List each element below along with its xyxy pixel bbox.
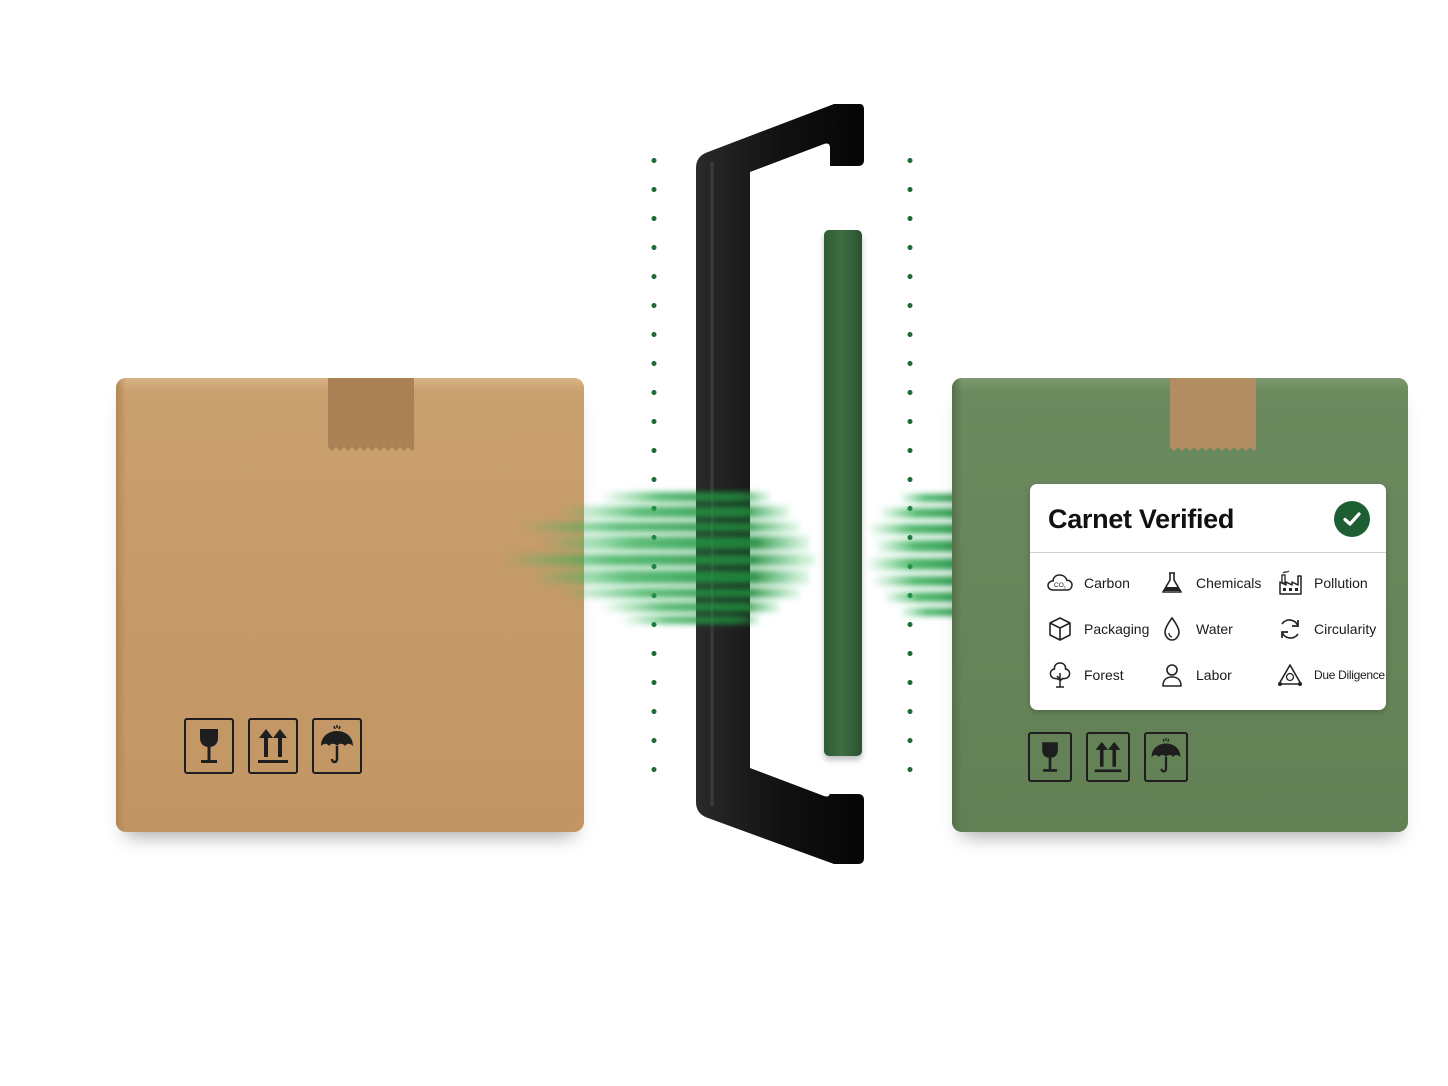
warning-triangle-icon xyxy=(1276,661,1304,689)
fragile-glass-icon xyxy=(184,718,234,774)
metric-pollution: Pollution xyxy=(1276,568,1386,598)
packing-tape xyxy=(328,378,414,451)
metric-label: Due Diligence xyxy=(1314,668,1385,682)
box-side-edge xyxy=(952,378,962,832)
metric-label: Carbon xyxy=(1084,575,1130,591)
package-icon xyxy=(1046,615,1074,643)
this-way-up-icon xyxy=(1086,732,1130,782)
metric-label: Circularity xyxy=(1314,621,1377,637)
recycle-arrows-icon xyxy=(1276,615,1304,643)
svg-text:CO: CO xyxy=(1054,582,1064,589)
metric-label: Forest xyxy=(1084,667,1124,683)
green-verified-box: Carnet Verified CO 2 xyxy=(952,378,1408,832)
metric-label: Water xyxy=(1196,621,1233,637)
flask-icon xyxy=(1158,569,1186,597)
metric-label: Labor xyxy=(1196,667,1232,683)
metric-circularity: Circularity xyxy=(1276,614,1386,644)
tree-icon xyxy=(1046,661,1074,689)
metric-due-diligence: Due Diligence xyxy=(1276,660,1386,690)
scan-dotted-line-right xyxy=(907,146,913,782)
scanner-bracket xyxy=(696,104,864,864)
sustainability-metrics: CO 2 Carbon Chemicals xyxy=(1046,568,1386,706)
metric-carbon: CO 2 Carbon xyxy=(1046,568,1158,598)
co2-cloud-icon: CO 2 xyxy=(1046,569,1074,597)
green-scan-bar xyxy=(824,230,862,756)
keep-dry-umbrella-icon xyxy=(1144,732,1188,782)
metric-labor: Labor xyxy=(1158,660,1276,690)
person-icon xyxy=(1158,661,1186,689)
metric-label: Packaging xyxy=(1084,621,1150,637)
factory-icon xyxy=(1276,569,1304,597)
handling-symbols xyxy=(184,718,362,774)
handling-symbols xyxy=(1028,732,1188,782)
water-drop-icon xyxy=(1158,615,1186,643)
this-way-up-icon xyxy=(248,718,298,774)
check-icon xyxy=(1334,501,1370,537)
metric-packaging: Packaging xyxy=(1046,614,1158,644)
fragile-glass-icon xyxy=(1028,732,1072,782)
keep-dry-umbrella-icon xyxy=(312,718,362,774)
svg-text:2: 2 xyxy=(1064,585,1067,590)
carnet-verified-label: Carnet Verified CO 2 xyxy=(1030,484,1386,710)
metric-label: Pollution xyxy=(1314,575,1368,591)
metric-water: Water xyxy=(1158,614,1276,644)
label-header: Carnet Verified xyxy=(1030,484,1386,553)
metric-label: Chemicals xyxy=(1196,575,1262,591)
box-side-edge xyxy=(116,378,126,832)
metric-forest: Forest xyxy=(1046,660,1158,690)
label-title: Carnet Verified xyxy=(1048,504,1235,534)
scan-dotted-line-left xyxy=(651,146,657,782)
kraft-box xyxy=(116,378,584,832)
packing-tape xyxy=(1170,378,1256,451)
metric-chemicals: Chemicals xyxy=(1158,568,1276,598)
